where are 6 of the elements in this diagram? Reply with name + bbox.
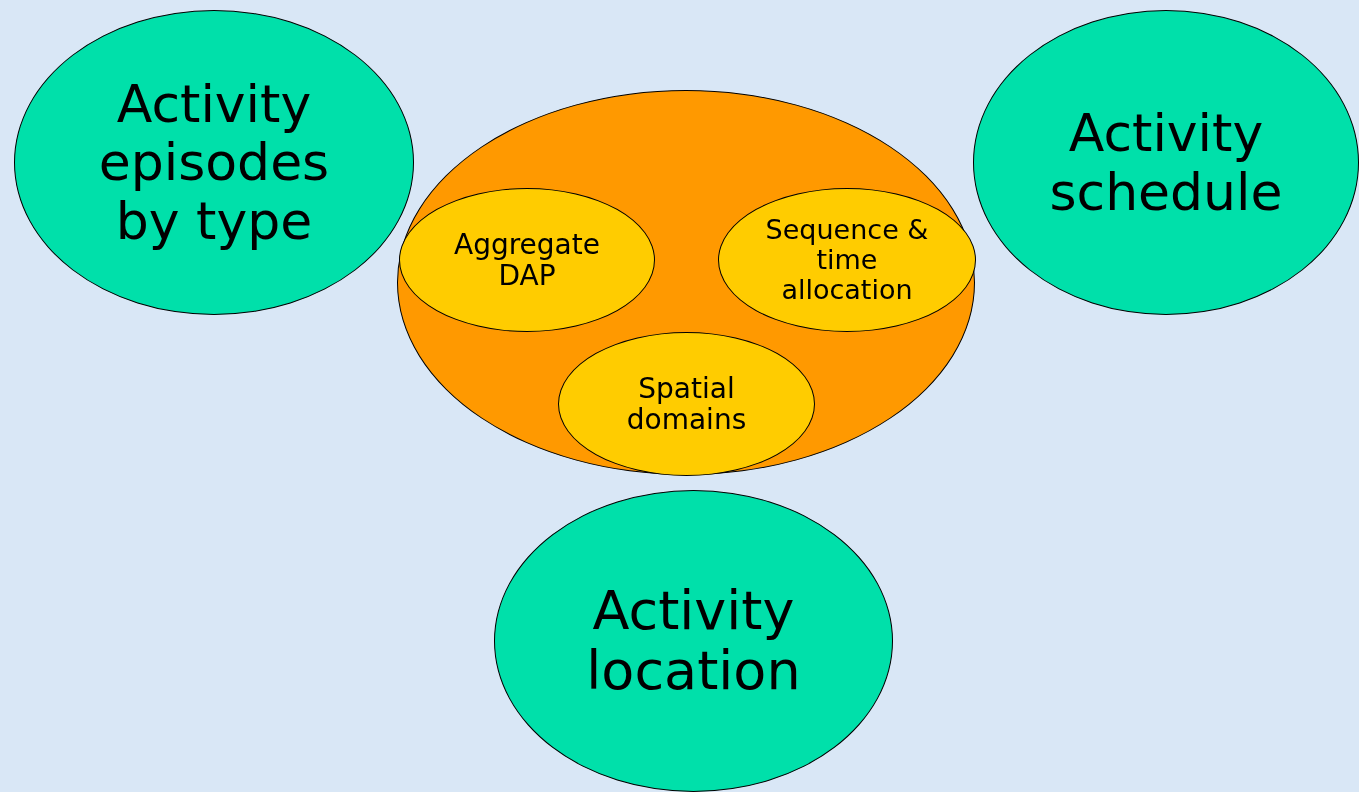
node-label: Activity schedule (1048, 104, 1284, 221)
node-label: Sequence & time allocation (764, 214, 930, 306)
node-label: Activity location (585, 580, 802, 702)
node-label: Aggregate DAP (453, 228, 601, 292)
node-label: Activity episodes by type (97, 75, 331, 250)
node-label: Spatial domains (625, 372, 748, 436)
